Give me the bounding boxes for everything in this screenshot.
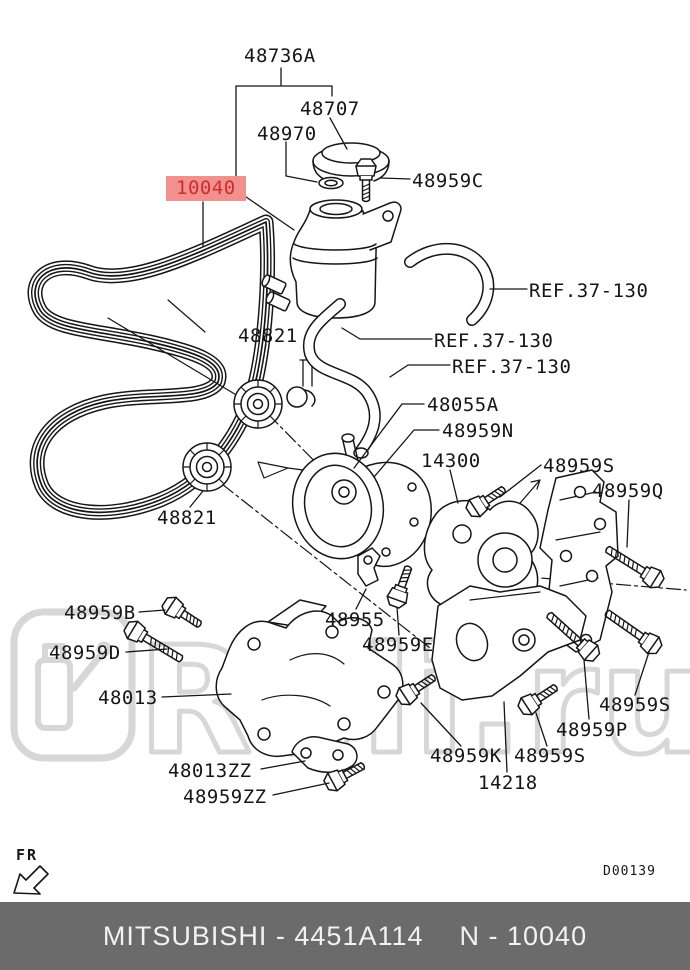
serpentine-belt: [27, 214, 276, 520]
hose-upper: [404, 243, 495, 326]
part-label-48959s-middle: 48959S: [514, 745, 586, 767]
footer-ref-number: N - 10040: [459, 920, 588, 951]
bolt-48959e: [384, 562, 419, 611]
footer-brand-part: MITSUBISHI - 4451A114: [102, 920, 424, 951]
bolt-48959c: [355, 158, 377, 203]
part-label-48970: 48970: [257, 123, 317, 145]
part-label-14218: 14218: [478, 772, 538, 794]
part-label-48959s-right: 48959S: [599, 694, 671, 716]
part-label-48055a: 48055A: [427, 394, 499, 416]
part-label-48959zz: 48959ZZ: [183, 786, 267, 808]
part-label-48736a: 48736A: [244, 45, 316, 67]
drawing-number: D00139: [603, 864, 656, 879]
idler-pulley-upper: [233, 379, 283, 429]
clamp-pin: [286, 359, 316, 408]
stay-bracket-48013zz: [291, 736, 358, 773]
reservoir-cap: [312, 142, 390, 182]
clamp-48955: [357, 547, 381, 587]
part-label-14300: 14300: [421, 450, 481, 472]
part-label-10040-highlight: 10040: [166, 176, 246, 201]
front-direction-label: FR: [16, 846, 39, 864]
power-steering-pump: [291, 433, 432, 568]
part-label-48821-upper: 48821: [238, 325, 298, 347]
leader-lines: [125, 67, 650, 796]
part-label-48013: 48013: [98, 687, 158, 709]
part-label-ref-37-130-lower: REF.37-130: [452, 356, 572, 378]
hose-lower: [302, 298, 381, 459]
part-label-48959b: 48959B: [64, 602, 136, 624]
part-label-48013zz: 48013ZZ: [168, 760, 252, 782]
part-label-48959q: 48959Q: [592, 480, 664, 502]
part-label-48707: 48707: [300, 98, 360, 120]
part-label-ref-37-130-upper: REF.37-130: [529, 280, 649, 302]
idler-pulley-lower: [182, 442, 232, 492]
part-label-48959d: 48959D: [49, 642, 121, 664]
part-label-48959k: 48959K: [430, 745, 502, 767]
fluid-reservoir: [261, 199, 402, 319]
part-label-ref-37-130-middle: REF.37-130: [434, 330, 554, 352]
exploded-parts-drawing: Ruli.ru: [10, 67, 690, 895]
part-label-48959c: 48959C: [412, 170, 484, 192]
part-label-48955: 48955: [325, 609, 385, 631]
part-label-48959p: 48959P: [556, 719, 628, 741]
part-label-48959n: 48959N: [442, 420, 514, 442]
front-direction-arrow-icon: [13, 865, 49, 895]
footer-bar: MITSUBISHI - 4451A114 N - 10040: [0, 902, 690, 970]
reservoir-washer: [318, 176, 344, 190]
part-label-48959s-tensioner: 48959S: [543, 455, 615, 477]
bracket-48013: [215, 599, 404, 758]
part-label-48821-lower: 48821: [157, 507, 217, 529]
part-label-48959e: 48959E: [362, 634, 434, 656]
